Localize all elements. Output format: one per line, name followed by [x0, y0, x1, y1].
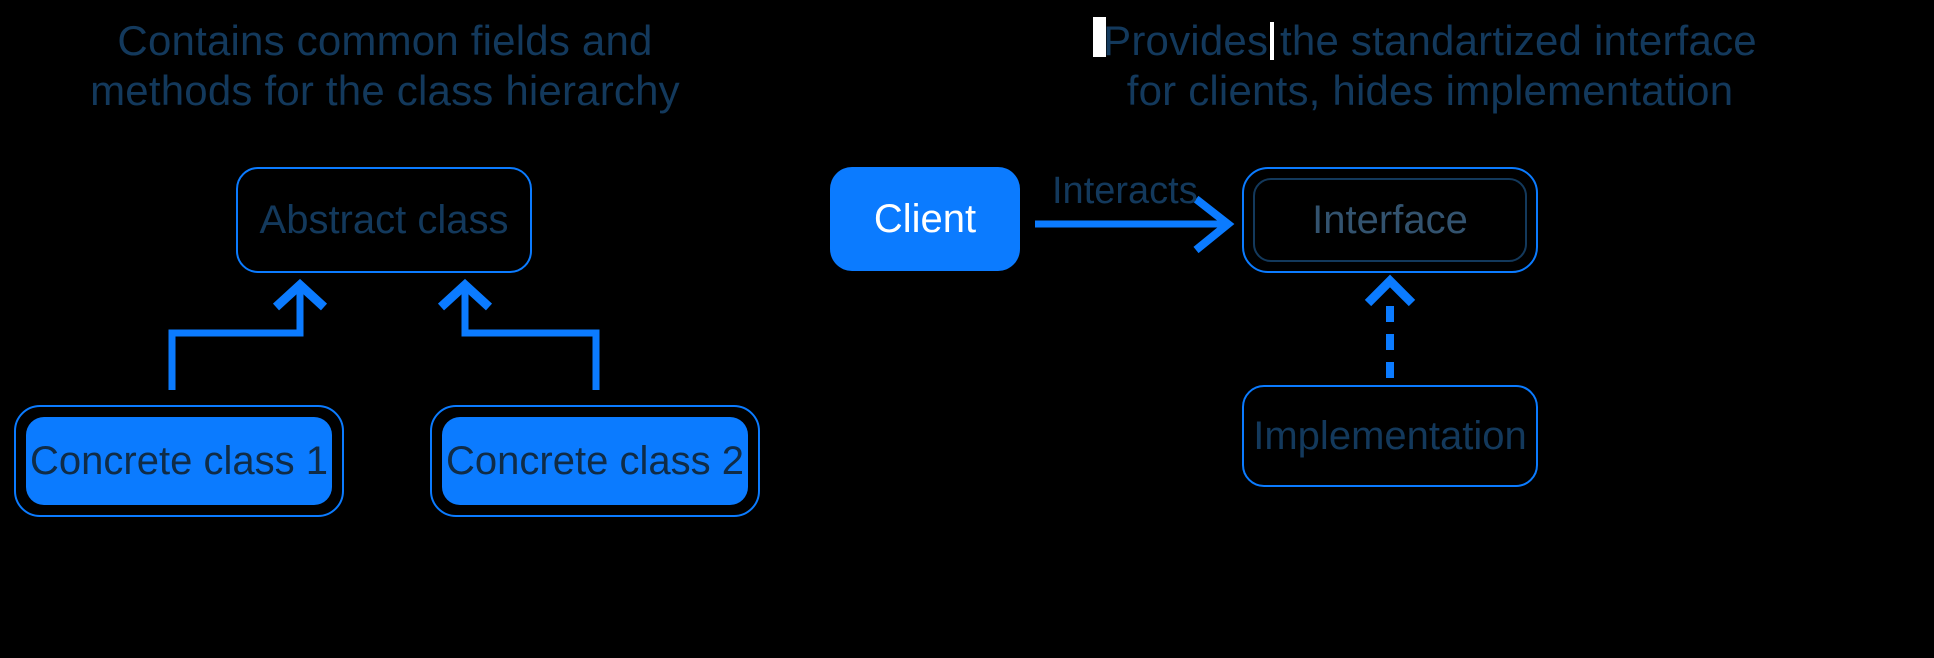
node-concrete-class-1[interactable]: Concrete class 1	[14, 405, 344, 517]
node-concrete-class-1-label: Concrete class 1	[26, 417, 332, 505]
inheritance-edge-concrete-2	[437, 278, 600, 390]
left-diagram-caption: Contains common fields and methods for t…	[90, 17, 680, 114]
inheritance-edge-concrete-1	[168, 278, 328, 390]
node-client-label: Client	[873, 197, 977, 241]
node-implementation[interactable]: Implementation	[1242, 385, 1538, 487]
realization-edge	[1364, 274, 1416, 378]
node-implementation-label: Implementation	[1253, 414, 1527, 458]
node-concrete-class-2[interactable]: Concrete class 2	[430, 405, 760, 517]
node-abstract-class-label: Abstract class	[259, 198, 509, 242]
node-interface[interactable]: Interface	[1242, 167, 1538, 273]
right-diagram-caption: Provides the standartized interface for …	[1103, 17, 1757, 114]
text-cursor-caret-icon	[1270, 22, 1274, 60]
node-client[interactable]: Client	[830, 167, 1020, 271]
text-cursor-block-icon	[1093, 17, 1106, 57]
node-concrete-class-2-label: Concrete class 2	[442, 417, 748, 505]
node-interface-label: Interface	[1253, 178, 1527, 262]
node-abstract-class[interactable]: Abstract class	[236, 167, 532, 273]
edge-label-interacts: Interacts	[1052, 170, 1198, 212]
